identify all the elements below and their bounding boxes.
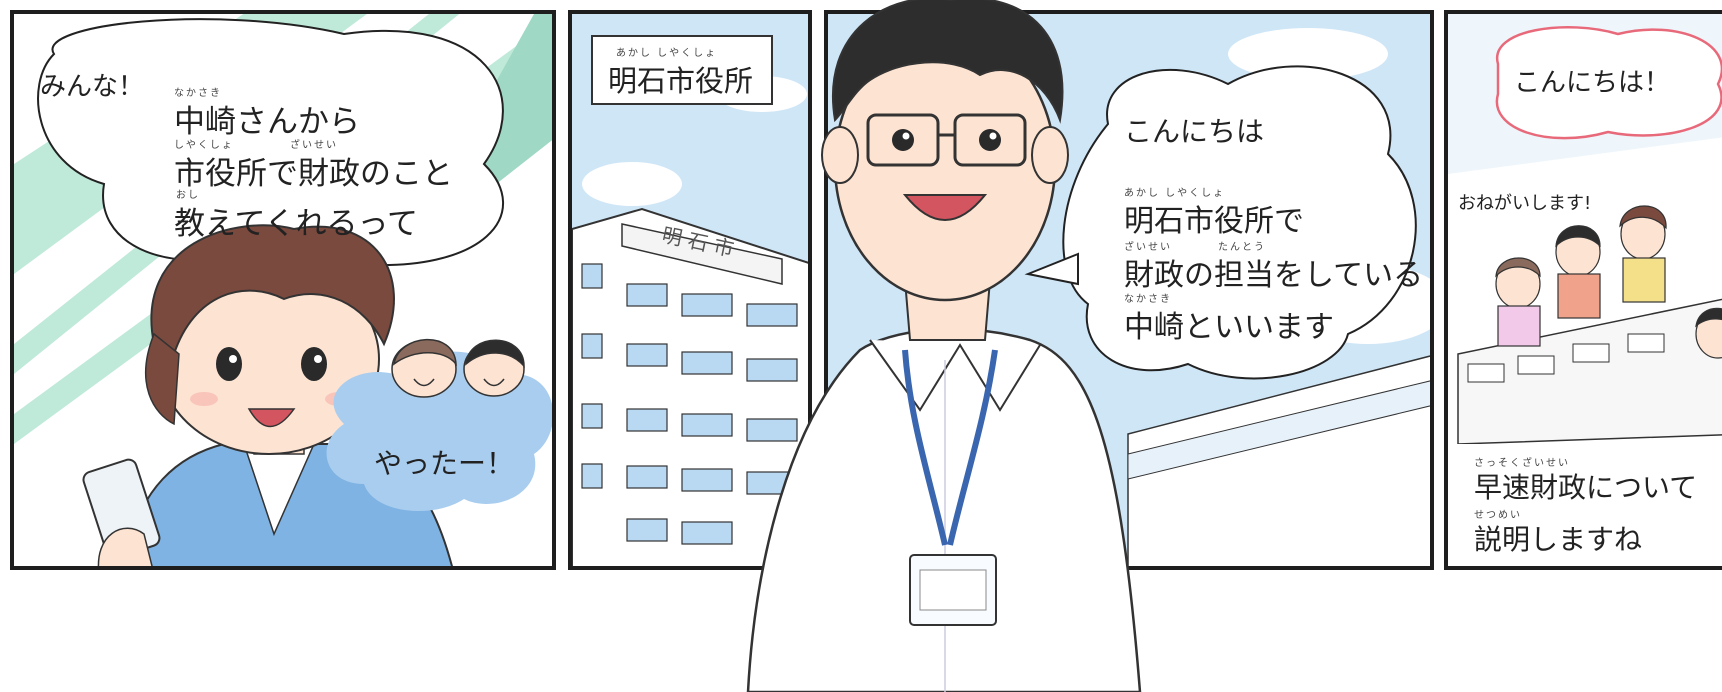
chorus-text: おねがいします! xyxy=(1458,193,1592,214)
ruby-nakasaki: なかさき xyxy=(174,88,222,99)
speech-line-1: 明石市役所で xyxy=(1124,204,1304,239)
panel-3-art xyxy=(838,28,1430,566)
ruby-line-1: さっそくざいせい xyxy=(1474,458,1570,469)
ruby-line-1: あかし しやくしょ xyxy=(1124,188,1226,199)
ruby-nakasaki: なかさき xyxy=(1124,294,1172,305)
panel-1-art xyxy=(14,14,552,566)
city-hall-sign: 明石市役所 xyxy=(608,64,754,98)
ruby-zaisei: ざいせい xyxy=(290,140,338,151)
panel-3: こんにちは あかし しやくしょ 明石市役所で ざいせい たんとう 財政の担当をし… xyxy=(824,10,1434,570)
greeting-text: こんにちは xyxy=(1124,115,1265,148)
speech-line-2: 市役所で財政のこと xyxy=(174,156,453,192)
ruby-zaisei: ざいせい xyxy=(1124,242,1172,253)
ruby-shiyakusho: しやくしょ xyxy=(174,140,234,151)
panel-4: こんにちは！ おねがいします! さっそくざいせい 早速財政について せつめい 説… xyxy=(1444,10,1722,570)
speech-line-3: 教えてくれるって xyxy=(174,206,418,242)
speech-line-1: 中崎さんから xyxy=(174,104,360,140)
panel-2: あかし しやくしょ 明石市役所 明 石 市 xyxy=(568,10,812,570)
exclaim-text: みんな！ xyxy=(40,72,145,102)
greeting-text: こんにちは！ xyxy=(1514,68,1671,98)
ruby-tantou: たんとう xyxy=(1218,242,1266,253)
panel-1: みんな！ なかさき 中崎さんから しやくしょ ざいせい 市役所で財政のこと おし… xyxy=(10,10,556,570)
speech-line-3: 中崎といいます xyxy=(1124,310,1334,345)
ruby-oshi: おし xyxy=(176,190,200,201)
cheer-text: やったー！ xyxy=(374,447,515,480)
caption-line-2: 説明しますね xyxy=(1474,523,1643,556)
ruby-line-2: せつめい xyxy=(1474,510,1522,521)
speech-line-2: 財政の担当をしている xyxy=(1124,258,1424,293)
ruby-sign: あかし しやくしょ xyxy=(616,48,718,59)
caption-line-1: 早速財政について xyxy=(1474,471,1698,504)
panel-4-art xyxy=(1448,14,1722,566)
